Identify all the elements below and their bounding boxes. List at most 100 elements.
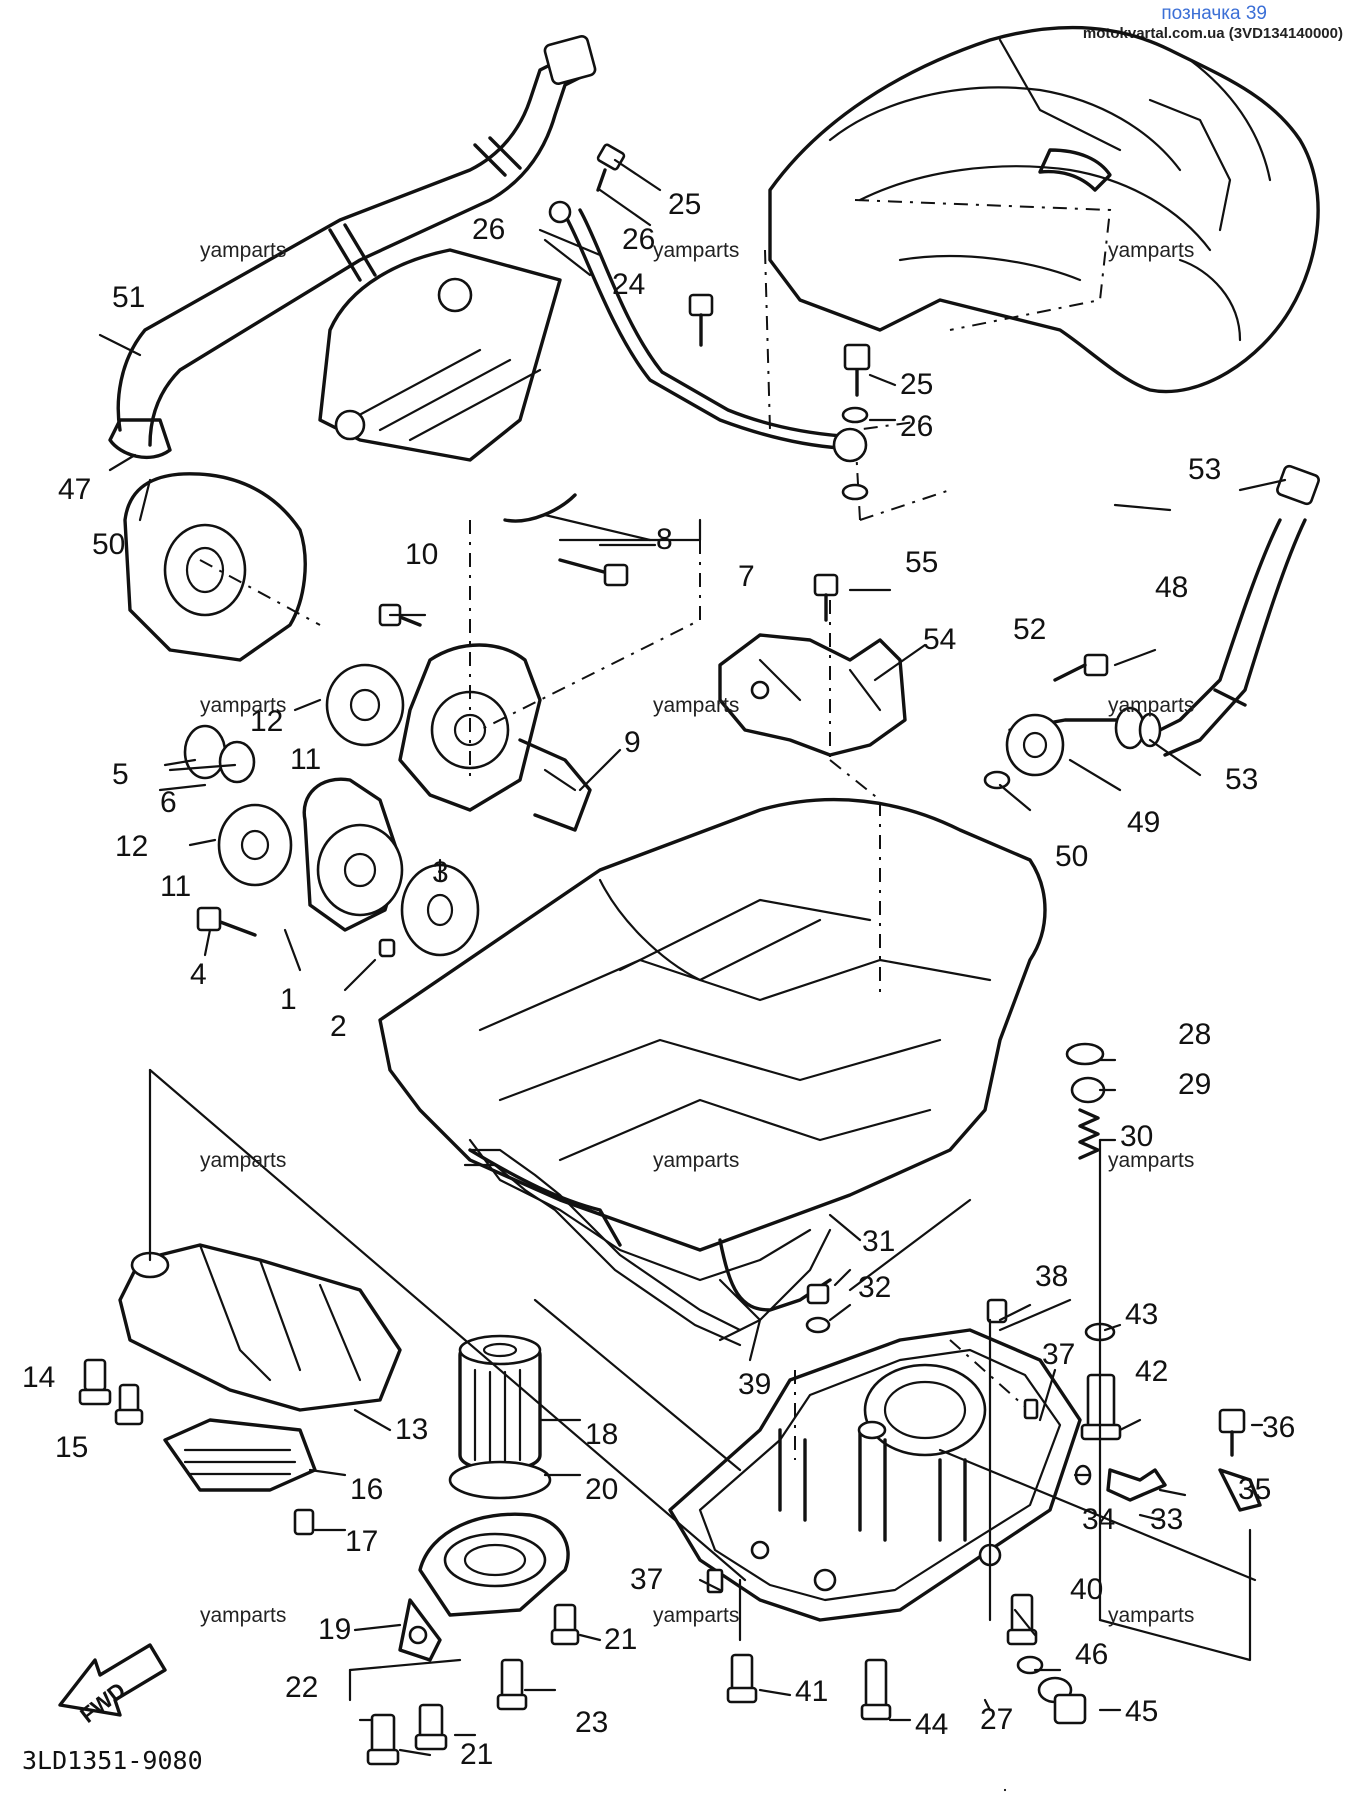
screen-16 — [163, 1418, 317, 1492]
callout-label: 37 — [630, 1563, 664, 1596]
callout-label: 36 — [1262, 1411, 1296, 1444]
callout-label: 1 — [280, 983, 297, 1016]
callout-label: 47 — [58, 473, 92, 506]
fwd-arrow — [58, 1643, 167, 1717]
callout-label: 25 — [900, 368, 934, 401]
watermark-text: yamparts — [653, 1604, 740, 1627]
callout-label: 9 — [624, 726, 641, 759]
callout-label: 31 — [862, 1225, 896, 1258]
callout-label: 40 — [1070, 1573, 1104, 1606]
callout-label: 22 — [285, 1671, 319, 1704]
bracket-54 — [718, 600, 907, 1000]
oil-pipe-24 — [548, 200, 868, 463]
callout-label: 14 — [22, 1361, 56, 1394]
callout-label: 35 — [1238, 1473, 1272, 1506]
callout-label: 3 — [432, 856, 449, 889]
callout-label: 4 — [190, 958, 207, 991]
filter-housing-19 — [398, 1512, 570, 1662]
callout-label: 6 — [160, 786, 177, 819]
oil-cooler-hose — [108, 35, 597, 460]
callout-label: 23 — [575, 1706, 609, 1739]
callout-label: 43 — [1125, 1298, 1159, 1331]
callout-label: 50 — [1055, 840, 1089, 873]
watermark-text: yamparts — [200, 694, 287, 717]
callout-label: 27 — [980, 1703, 1014, 1736]
watermark-text: yamparts — [1108, 1149, 1195, 1172]
callout-label: 18 — [585, 1418, 619, 1451]
crankcase-cover-left — [123, 472, 321, 662]
cylinder-head-outline — [768, 25, 1320, 394]
watermark-text: yamparts — [653, 694, 740, 717]
gasket-39 — [463, 1148, 832, 1347]
header-subtitle: motokvartal.com.ua (3VD134140000) — [1082, 25, 1343, 42]
callout-label: 15 — [55, 1431, 89, 1464]
callout-label: 21 — [460, 1738, 494, 1771]
callout-label: 34 — [1082, 1503, 1116, 1536]
callout-label: 26 — [900, 410, 934, 443]
callout-label: 2 — [330, 1010, 347, 1043]
watermark-text: yamparts — [653, 239, 740, 262]
callout-label: 38 — [1035, 1260, 1069, 1293]
callout-label: 26 — [622, 223, 656, 256]
callout-label: 44 — [915, 1708, 949, 1741]
callout-label: 21 — [604, 1623, 638, 1656]
callout-label: 53 — [1188, 453, 1222, 486]
assembly-frame-upper — [764, 199, 1112, 521]
crankcase-main — [378, 797, 1047, 1312]
oil-pipe-48 — [983, 464, 1320, 790]
callout-label: 53 — [1225, 763, 1259, 796]
watermark-text: yamparts — [1108, 239, 1195, 262]
callout-label: 51 — [112, 281, 146, 314]
assembly-frame-lines — [148, 1068, 1257, 1702]
watermark-text: yamparts — [200, 1604, 287, 1627]
callout-label: 19 — [318, 1613, 352, 1646]
watermark-text: yamparts — [1108, 1604, 1195, 1627]
callout-label: 49 — [1127, 806, 1161, 839]
callout-label: 12 — [115, 830, 149, 863]
callout-label: 41 — [795, 1675, 829, 1708]
drawing-code: 3LD1351-9080 — [22, 1746, 203, 1775]
oil-filter-18 — [448, 1334, 552, 1500]
callout-label: 33 — [1150, 1503, 1184, 1536]
bolts-upper — [596, 143, 871, 622]
watermark-text: yamparts — [200, 239, 287, 262]
bolts-lower — [78, 1042, 1262, 1766]
callout-label: 29 — [1178, 1068, 1212, 1101]
strainer-13 — [118, 1243, 402, 1412]
oil-cooler-body — [318, 248, 562, 462]
callout-label: 25 — [668, 188, 702, 221]
callout-label: 32 — [858, 1271, 892, 1304]
callout-label: 54 — [923, 623, 957, 656]
watermark-text: yamparts — [653, 1149, 740, 1172]
callout-label: 55 — [905, 546, 939, 579]
header-title: позначка 39 — [1161, 3, 1267, 24]
oil-pan-27 — [668, 1328, 1082, 1622]
callout-label: 26 — [472, 213, 506, 246]
callout-label: 13 — [395, 1413, 429, 1446]
callout-label: 16 — [350, 1473, 384, 1506]
callout-label: 45 — [1125, 1695, 1159, 1728]
callout-label: 17 — [345, 1525, 379, 1558]
watermark-text: yamparts — [1108, 694, 1195, 717]
callout-label: 28 — [1178, 1018, 1212, 1051]
callout-label: 30 — [1120, 1120, 1154, 1153]
callout-label: 10 — [405, 538, 439, 571]
callout-leaders — [98, 158, 1287, 1792]
callout-label: 8 — [656, 523, 673, 556]
callout-label: 12 — [250, 705, 284, 738]
callout-label: 52 — [1013, 613, 1047, 646]
callout-label: 50 — [92, 528, 126, 561]
callout-label: 11 — [160, 870, 192, 903]
callout-label: 37 — [1042, 1338, 1076, 1371]
callout-label: 46 — [1075, 1638, 1109, 1671]
callout-label: 39 — [738, 1368, 772, 1401]
callout-label: 48 — [1155, 571, 1189, 604]
callout-label: 24 — [612, 268, 646, 301]
watermark-text: yamparts — [200, 1149, 287, 1172]
callout-label: 42 — [1135, 1355, 1169, 1388]
callout-label: 7 — [738, 560, 755, 593]
callout-label: 11 — [290, 743, 322, 776]
callout-label: 5 — [112, 758, 129, 791]
